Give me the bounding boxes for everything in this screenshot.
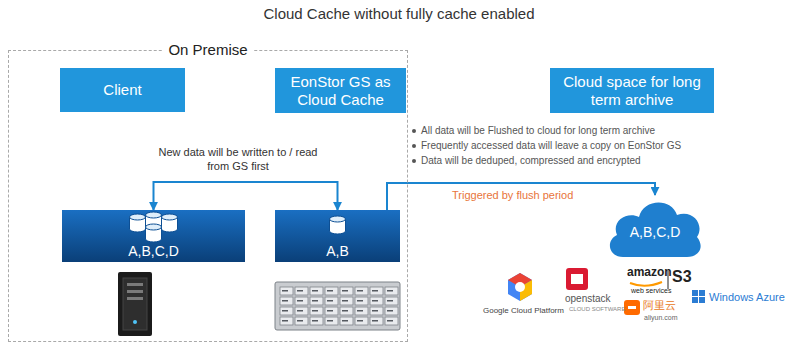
tower-slot: [127, 290, 143, 293]
connector-label: New data will be written to / read from …: [152, 146, 324, 174]
logo-text: amazon: [627, 266, 672, 279]
process-box: EonStor GS as Cloud Cache: [275, 68, 406, 113]
note-text: Frequently accessed data will leave a co…: [421, 140, 681, 151]
node-label: A,B,C,D: [128, 243, 179, 259]
rack-bays: [279, 286, 399, 326]
logo-text: aliyun.com: [644, 314, 677, 322]
logo-inner: [571, 274, 583, 284]
disk-top: [162, 214, 178, 220]
disk-icon: [62, 210, 245, 244]
logo-text: Google Cloud Platform: [483, 307, 564, 316]
rack-server: [275, 282, 400, 330]
tower-server: [118, 272, 152, 336]
logo-text: Windows Azure: [709, 291, 785, 303]
bullet-dot: [412, 129, 416, 133]
tower-panel: [123, 278, 147, 330]
disk-cylinder: [146, 212, 162, 230]
disk-top: [146, 224, 162, 230]
logo-text: web services: [631, 287, 671, 295]
logo-pane: [692, 290, 698, 296]
tower-slot: [127, 297, 143, 300]
bullet-dot: [412, 144, 416, 148]
disk-top: [146, 212, 162, 218]
tower-slot: [127, 283, 143, 286]
windows-logo: [692, 290, 705, 303]
bullet-dot: [412, 159, 416, 163]
logo-text: CLOUD SOFTWARE: [569, 306, 625, 313]
node-label: A,B,C,D: [630, 224, 681, 240]
aliyun-logo: [624, 300, 640, 315]
openstack-logo: [566, 268, 588, 290]
logo-smile: [630, 282, 662, 286]
node-label: EonStor GS as Cloud Cache: [279, 73, 402, 108]
process-box: Client: [60, 68, 185, 112]
rack-body: [275, 282, 400, 330]
logo-square: [566, 268, 588, 290]
disk-cylinder: [330, 216, 346, 234]
bullet-row: Data will be deduped, compressed and enc…: [412, 155, 641, 166]
disk-cylinder: [130, 214, 146, 232]
disk-top: [330, 216, 346, 222]
disk-top: [130, 214, 146, 220]
node-label: Cloud space for long term archive: [554, 73, 710, 108]
diagram-title: Cloud Cache without fully cache enabled: [0, 5, 798, 22]
connector-arrow: [154, 182, 338, 210]
google-logo: [508, 273, 532, 301]
bullet-row: All data will be Flushed to cloud for lo…: [412, 125, 655, 136]
logo-text: 阿里云: [643, 299, 676, 311]
node-label: Client: [103, 81, 141, 98]
logo-pane: [699, 290, 705, 296]
node-label: A,B: [326, 243, 349, 259]
storage-box: A,B,C,D: [62, 210, 245, 262]
logo-pane: [692, 297, 698, 303]
storage-box: A,B: [275, 210, 400, 262]
cloud-shape: A,B,C,D: [605, 195, 705, 259]
logo-square: [624, 300, 640, 315]
process-box: Cloud space for long term archive: [550, 68, 714, 113]
logo-text: S3: [672, 268, 692, 286]
connector-label: Triggered by flush period: [452, 189, 573, 203]
tower-led: [133, 320, 137, 324]
logo-hole: [515, 282, 525, 292]
disk-cylinder: [162, 214, 178, 232]
note-text: Data will be deduped, compressed and enc…: [421, 155, 641, 166]
connector-arrow: [387, 183, 655, 210]
logo-text: openstack: [565, 293, 611, 304]
on-premise-region: On PremiseClientEonStor GS as Cloud Cach…: [8, 50, 408, 342]
disk-cylinder: [146, 224, 162, 242]
note-text: All data will be Flushed to cloud for lo…: [421, 125, 655, 136]
tower-body: [118, 272, 152, 336]
cloud-fill: [610, 202, 701, 257]
logo-hexagon: [508, 273, 532, 301]
bullet-row: Frequently accessed data will leave a co…: [412, 140, 681, 151]
logo-pane: [699, 297, 705, 303]
logo-bar: [628, 306, 636, 309]
region-heading: On Premise: [162, 41, 253, 59]
disk-icon: [275, 210, 400, 244]
